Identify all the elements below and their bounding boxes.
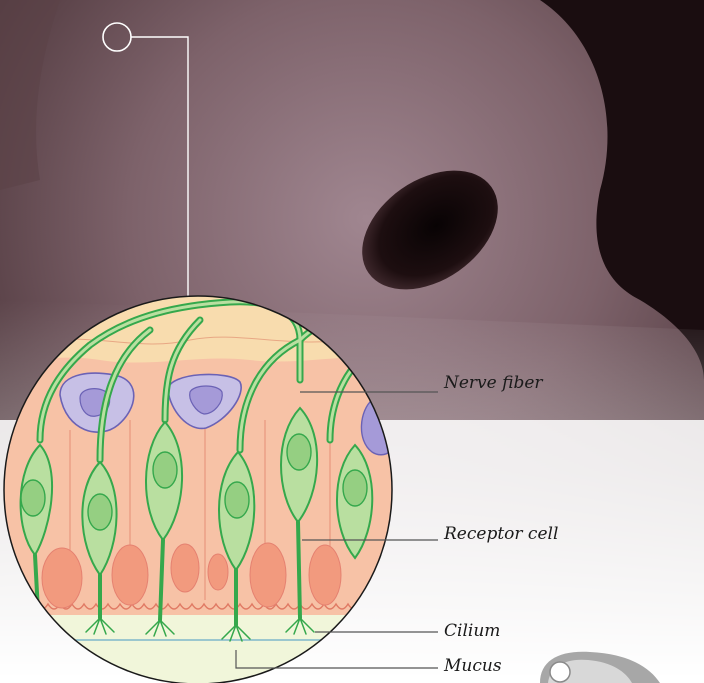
label-receptor-cell: Receptor cell: [444, 524, 558, 544]
label-nerve-fiber: Nerve fiber: [444, 373, 543, 393]
label-cilium: Cilium: [444, 621, 500, 641]
label-mucus: Mucus: [444, 656, 502, 676]
